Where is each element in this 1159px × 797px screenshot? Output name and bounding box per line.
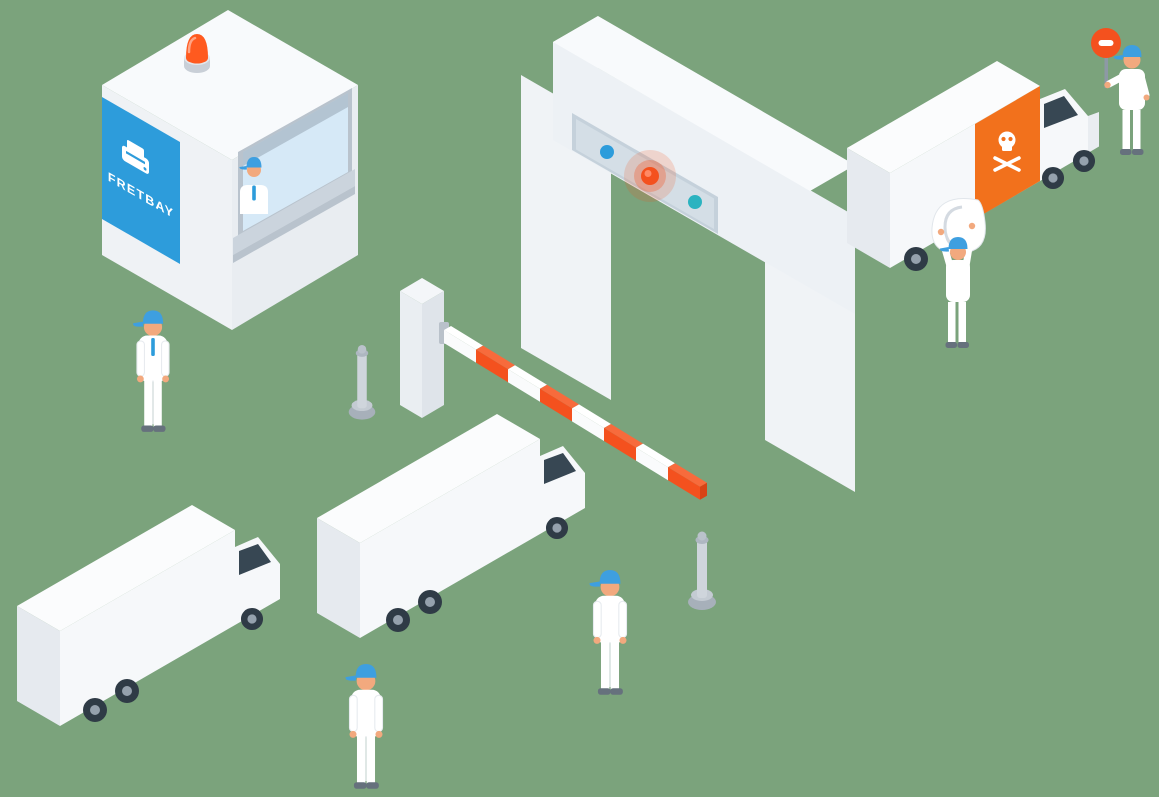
inspector-worker: [937, 222, 976, 348]
sensor-panel: [572, 113, 718, 234]
beacon-dome: [186, 34, 208, 58]
truck-rear-face: [17, 606, 60, 726]
cap-icon: [1122, 45, 1142, 57]
wheel: [115, 679, 139, 703]
wheel: [418, 590, 442, 614]
cab-window: [544, 453, 576, 484]
indicator-dot-teal: [688, 195, 702, 209]
beam-top: [553, 16, 855, 191]
barrier-gate: [400, 278, 707, 500]
wheel: [240, 607, 264, 631]
wheel: [83, 698, 107, 722]
wheel: [1072, 149, 1096, 173]
booth-brand-panel: FRETBAY: [102, 97, 180, 265]
window-sill: [233, 169, 355, 255]
worker-tie: [151, 338, 155, 356]
truck-rear-face: [317, 518, 360, 638]
booth-operator: [239, 157, 268, 214]
no-entry-paddle-icon: [1091, 28, 1121, 88]
wheel: [1041, 166, 1065, 190]
window-glass: [243, 93, 348, 231]
truck-roof: [317, 414, 540, 543]
truck-roof: [17, 505, 235, 631]
wheel: [545, 516, 569, 540]
truck-rear-face: [847, 148, 890, 268]
beacon-light: [184, 34, 210, 73]
skull-crossbones-icon: [993, 131, 1021, 172]
barrier-post: [400, 278, 449, 418]
beam-front: [553, 42, 855, 314]
truck-side: [360, 439, 540, 638]
arm-end-cap: [700, 482, 707, 500]
signal-worker: [1091, 28, 1150, 155]
truck-roof: [847, 61, 1040, 173]
barrier-arm: [444, 326, 707, 500]
printer-icon: [122, 140, 149, 174]
worker-near-booth: [132, 309, 170, 433]
cab-window: [1044, 96, 1078, 128]
truck-waiting-2: [317, 414, 585, 638]
cab-window: [239, 544, 271, 575]
truck-side: [60, 530, 235, 726]
wheel: [386, 608, 410, 632]
booth-window: [233, 88, 355, 263]
operator-tie: [252, 185, 256, 201]
fretbay-booth: FRETBAY: [102, 10, 358, 330]
cap-icon: [246, 157, 262, 168]
hazard-panel: [975, 86, 1040, 219]
truck-waiting-1: [17, 505, 280, 726]
cap-icon: [948, 237, 968, 249]
indicator-dot-blue: [600, 145, 614, 159]
scanner-gate: [521, 16, 855, 492]
wheel: [904, 247, 928, 271]
